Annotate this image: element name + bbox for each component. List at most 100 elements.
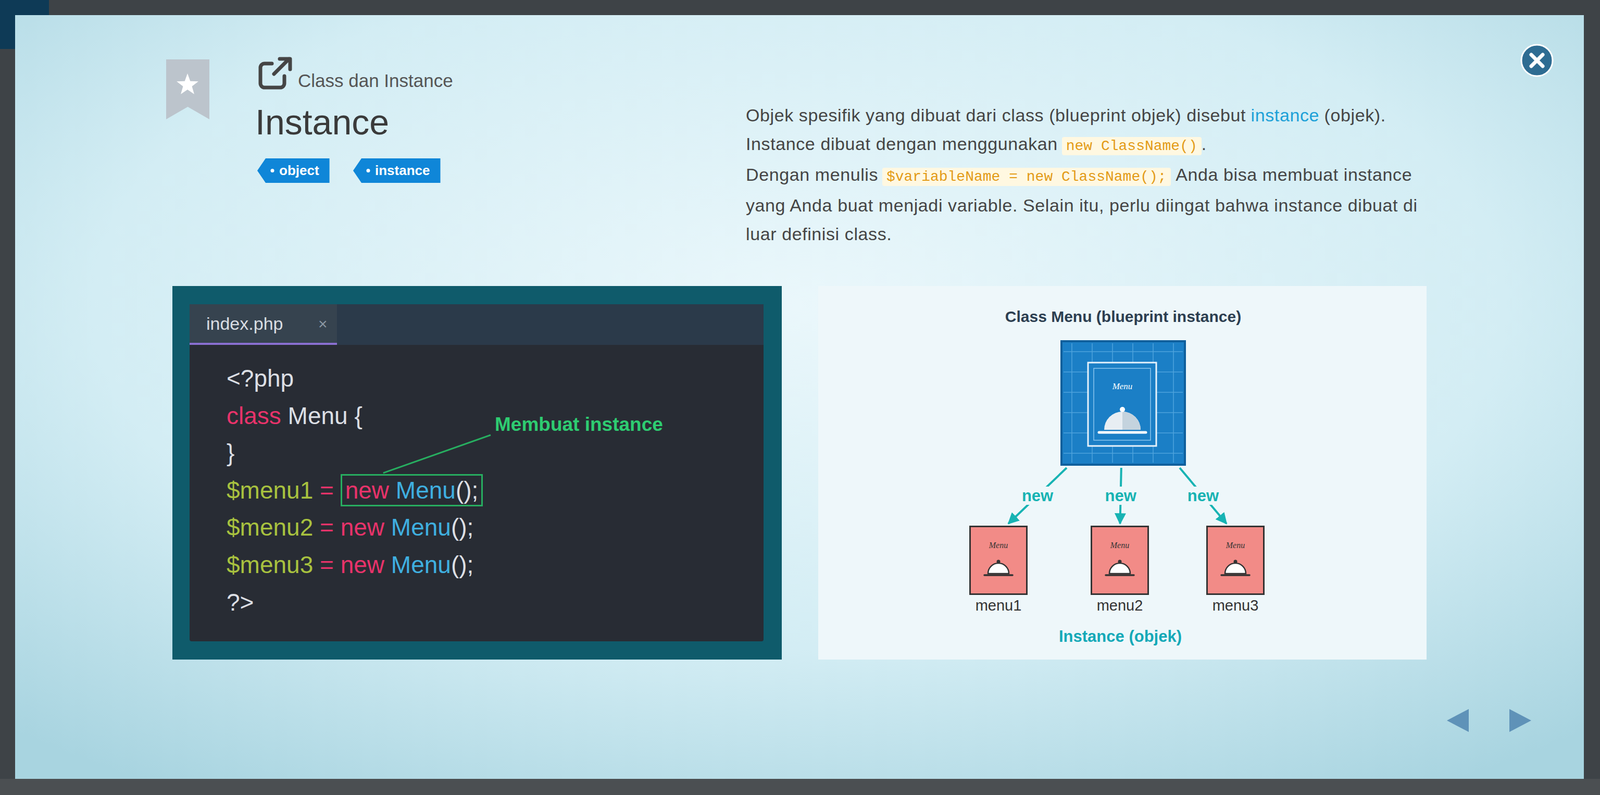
cloche-knob bbox=[1118, 559, 1122, 564]
code-token: $menu1 bbox=[226, 476, 314, 504]
description-text: Objek spesifik yang dibuat dari class (b… bbox=[745, 105, 1246, 125]
close-button bbox=[1521, 44, 1553, 77]
code-token: { bbox=[354, 402, 362, 430]
code-token: (); bbox=[451, 513, 474, 541]
code-token bbox=[384, 551, 392, 579]
instance-name: menu2 bbox=[1096, 597, 1144, 614]
code-token: new bbox=[345, 476, 390, 504]
instance-box: Menumenu3 bbox=[1206, 525, 1265, 595]
instance-name: menu1 bbox=[975, 597, 1022, 614]
bookmark-star bbox=[176, 73, 199, 95]
external-link-arrow bbox=[273, 58, 291, 74]
tag-text: instance bbox=[353, 158, 441, 183]
cloche-knob bbox=[996, 559, 1001, 564]
next-arrow bbox=[1509, 708, 1532, 732]
cloche-dome bbox=[1104, 411, 1141, 430]
cloche-shade bbox=[1122, 411, 1141, 430]
code-token bbox=[333, 476, 341, 504]
code-token: $menu2 bbox=[226, 513, 314, 541]
instantiation-arrow bbox=[1008, 467, 1067, 524]
instance-name: menu3 bbox=[1212, 597, 1259, 614]
instance-illustration bbox=[969, 525, 1028, 595]
instance-box: Menumenu1 bbox=[969, 525, 1028, 595]
grid-line bbox=[1063, 452, 1183, 454]
cloche-dome bbox=[988, 563, 1009, 574]
tag-text: object bbox=[257, 158, 330, 183]
editor-tab bbox=[189, 304, 337, 345]
code-token bbox=[313, 513, 320, 541]
code-token bbox=[313, 551, 320, 579]
grid-line bbox=[1172, 343, 1174, 463]
tag-badge: instance bbox=[353, 158, 441, 183]
code-line: ?> bbox=[226, 583, 254, 621]
file-tab-label: index.php bbox=[206, 314, 283, 333]
prev-arrow bbox=[1446, 708, 1469, 732]
modal-panel bbox=[15, 15, 1584, 779]
breadcrumb: Class dan Instance bbox=[297, 71, 454, 90]
code-line: <?php bbox=[226, 359, 294, 397]
code-token: $menu3 bbox=[226, 551, 314, 579]
code-token: Menu bbox=[288, 402, 348, 430]
code-line: $menu1 = new Menu(); bbox=[226, 471, 483, 509]
edge-label: new bbox=[1019, 486, 1056, 505]
code-token: (); bbox=[451, 551, 474, 579]
tag-badge: object bbox=[257, 158, 330, 183]
edge-label: new bbox=[1184, 486, 1222, 505]
code-token bbox=[281, 402, 289, 430]
page-title: Instance bbox=[255, 104, 390, 140]
highlight-box: new Menu(); bbox=[340, 473, 484, 507]
code-editor bbox=[189, 304, 764, 642]
class-blueprint: Class Menu (blueprint instance)Menu bbox=[1061, 341, 1185, 465]
code-token: = bbox=[319, 476, 334, 504]
code-token bbox=[389, 476, 396, 504]
caption-label: Instance (objek) bbox=[1058, 628, 1182, 645]
instance-card bbox=[970, 526, 1028, 595]
tab-close-mark: × bbox=[318, 316, 328, 332]
code-token: <? bbox=[226, 364, 254, 392]
diagram-panel bbox=[818, 285, 1427, 660]
cloche-knob bbox=[1119, 406, 1125, 412]
close-icon bbox=[1531, 54, 1543, 67]
instance-illustration bbox=[1090, 525, 1149, 595]
blueprint-heading: Class Menu (blueprint instance) bbox=[1005, 308, 1242, 325]
cloche-dome bbox=[1109, 563, 1131, 574]
description: Objek spesifik yang dibuat dari class (b… bbox=[745, 101, 1429, 249]
code-token: Menu bbox=[391, 513, 452, 541]
cloche-knob bbox=[1233, 559, 1238, 564]
inline-code: new ClassName() bbox=[1061, 136, 1202, 156]
bookmark-ribbon bbox=[166, 59, 210, 120]
menu-title: Menu bbox=[1112, 381, 1133, 391]
code-token bbox=[333, 513, 341, 541]
code-line: class Menu { bbox=[226, 396, 363, 435]
description-text: Dengan menulis bbox=[745, 164, 879, 185]
code-token: new bbox=[340, 551, 385, 579]
code-line: $menu2 = new Menu(); bbox=[226, 508, 474, 546]
instantiation-arrow bbox=[1179, 467, 1227, 524]
menu-title: Menu bbox=[1226, 541, 1245, 550]
menu-book-outline bbox=[1088, 362, 1157, 446]
callout-note: Membuat instance bbox=[494, 414, 664, 434]
code-token: Menu bbox=[395, 476, 456, 504]
instance-card bbox=[1207, 526, 1265, 595]
code-token bbox=[333, 551, 341, 579]
cloche-plate bbox=[1098, 431, 1146, 434]
blueprint-sheet bbox=[1061, 341, 1185, 465]
tag-body bbox=[353, 158, 441, 183]
grid-line bbox=[1063, 432, 1183, 434]
menu-book-page bbox=[1093, 368, 1151, 441]
bottom-bar bbox=[0, 778, 1600, 795]
code-token: } bbox=[226, 439, 235, 467]
tag-dot bbox=[366, 168, 371, 173]
code-token: = bbox=[319, 513, 334, 541]
term-link: instance bbox=[1251, 105, 1320, 125]
cloche-plate bbox=[1105, 573, 1134, 577]
cloche-plate bbox=[1221, 573, 1250, 577]
instance-illustration bbox=[1206, 525, 1265, 595]
code-token: Menu bbox=[391, 551, 452, 579]
tag-body bbox=[257, 158, 330, 183]
instance-box: Menumenu2 bbox=[1090, 525, 1149, 595]
blueprint-illustration bbox=[1061, 341, 1185, 465]
instance-card bbox=[1091, 526, 1149, 595]
